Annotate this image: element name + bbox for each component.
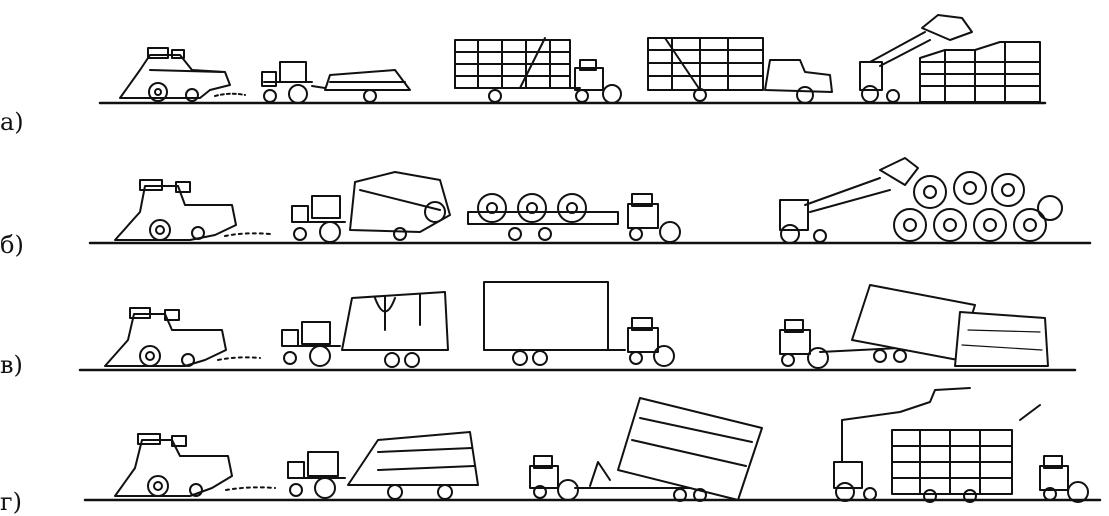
stacker-wagon-g [834,388,1088,502]
harvester-b [115,180,270,240]
tractor-trailer-a [262,62,410,103]
box-trailer-tractor-v [484,282,674,366]
row-b-scene [90,158,1090,243]
bale-loader-stack-b [780,158,1062,243]
tipping-container-g [530,398,762,501]
harvester-g [115,434,275,496]
bale-trailer-tractor-b [468,194,680,242]
log-trailer-tractor-a [455,38,621,103]
tipping-trailer-v [780,285,1048,368]
row-g-scene [85,388,1100,502]
tractor-forage-wagon-g [288,432,478,499]
timber-truck-a [648,38,832,103]
harvester-v [105,308,260,366]
harvester-a [120,48,245,101]
tractor-wagon-v [282,292,448,367]
round-baler-b [292,172,450,242]
row-a-scene [100,15,1045,103]
loader-stack-a [860,15,1040,102]
row-v-scene [80,282,1075,370]
